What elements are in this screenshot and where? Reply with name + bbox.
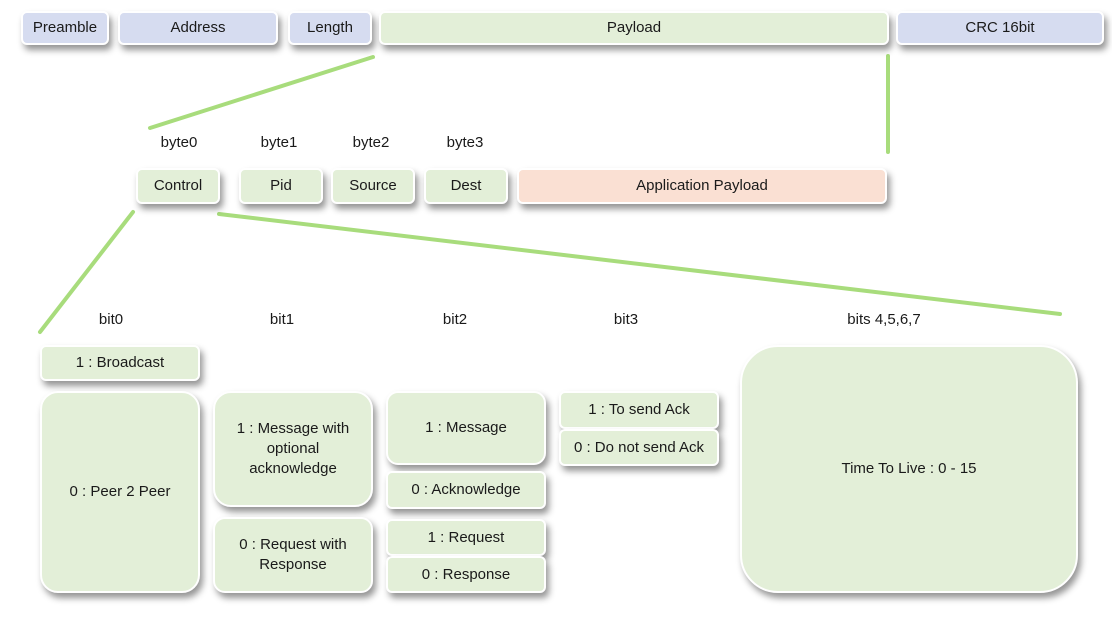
bit2-acknowledge-option: 0 : Acknowledge — [386, 471, 546, 509]
bit3-no-ack-option: 0 : Do not send Ack — [559, 429, 719, 466]
bit1-label: bit1 — [269, 311, 295, 328]
connector-length-to-control — [148, 55, 375, 130]
byte0-label: byte0 — [160, 134, 198, 151]
bit2-message-option: 1 : Message — [386, 391, 546, 465]
connector-control-to-bits4to7 — [217, 212, 1062, 316]
byte1-label: byte1 — [260, 134, 298, 151]
address-field: Address — [118, 11, 278, 45]
length-field: Length — [288, 11, 372, 45]
bit2-label: bit2 — [442, 311, 468, 328]
byte2-label: byte2 — [352, 134, 390, 151]
bit2-response-option: 0 : Response — [386, 556, 546, 593]
bit3-send-ack-option: 1 : To send Ack — [559, 391, 719, 429]
control-byte: Control — [136, 168, 220, 204]
pid-byte: Pid — [239, 168, 323, 204]
bit1-message-ack-option: 1 : Message with optional acknowledge — [213, 391, 373, 507]
bit1-request-response-option: 0 : Request with Response — [213, 517, 373, 593]
bit2-request-option: 1 : Request — [386, 519, 546, 556]
source-byte: Source — [331, 168, 415, 204]
bit0-label: bit0 — [98, 311, 124, 328]
bit0-broadcast-option: 1 : Broadcast — [40, 345, 200, 381]
bit3-label: bit3 — [613, 311, 639, 328]
bit0-peer2peer-option: 0 : Peer 2 Peer — [40, 391, 200, 593]
preamble-field: Preamble — [21, 11, 109, 45]
dest-byte: Dest — [424, 168, 508, 204]
bits4to7-label: bits 4,5,6,7 — [847, 311, 921, 328]
payload-field: Payload — [379, 11, 889, 45]
application-payload-field: Application Payload — [517, 168, 887, 204]
byte3-label: byte3 — [446, 134, 484, 151]
bits4to7-time-to-live: Time To Live : 0 - 15 — [740, 345, 1078, 593]
crc-field: CRC 16bit — [896, 11, 1104, 45]
